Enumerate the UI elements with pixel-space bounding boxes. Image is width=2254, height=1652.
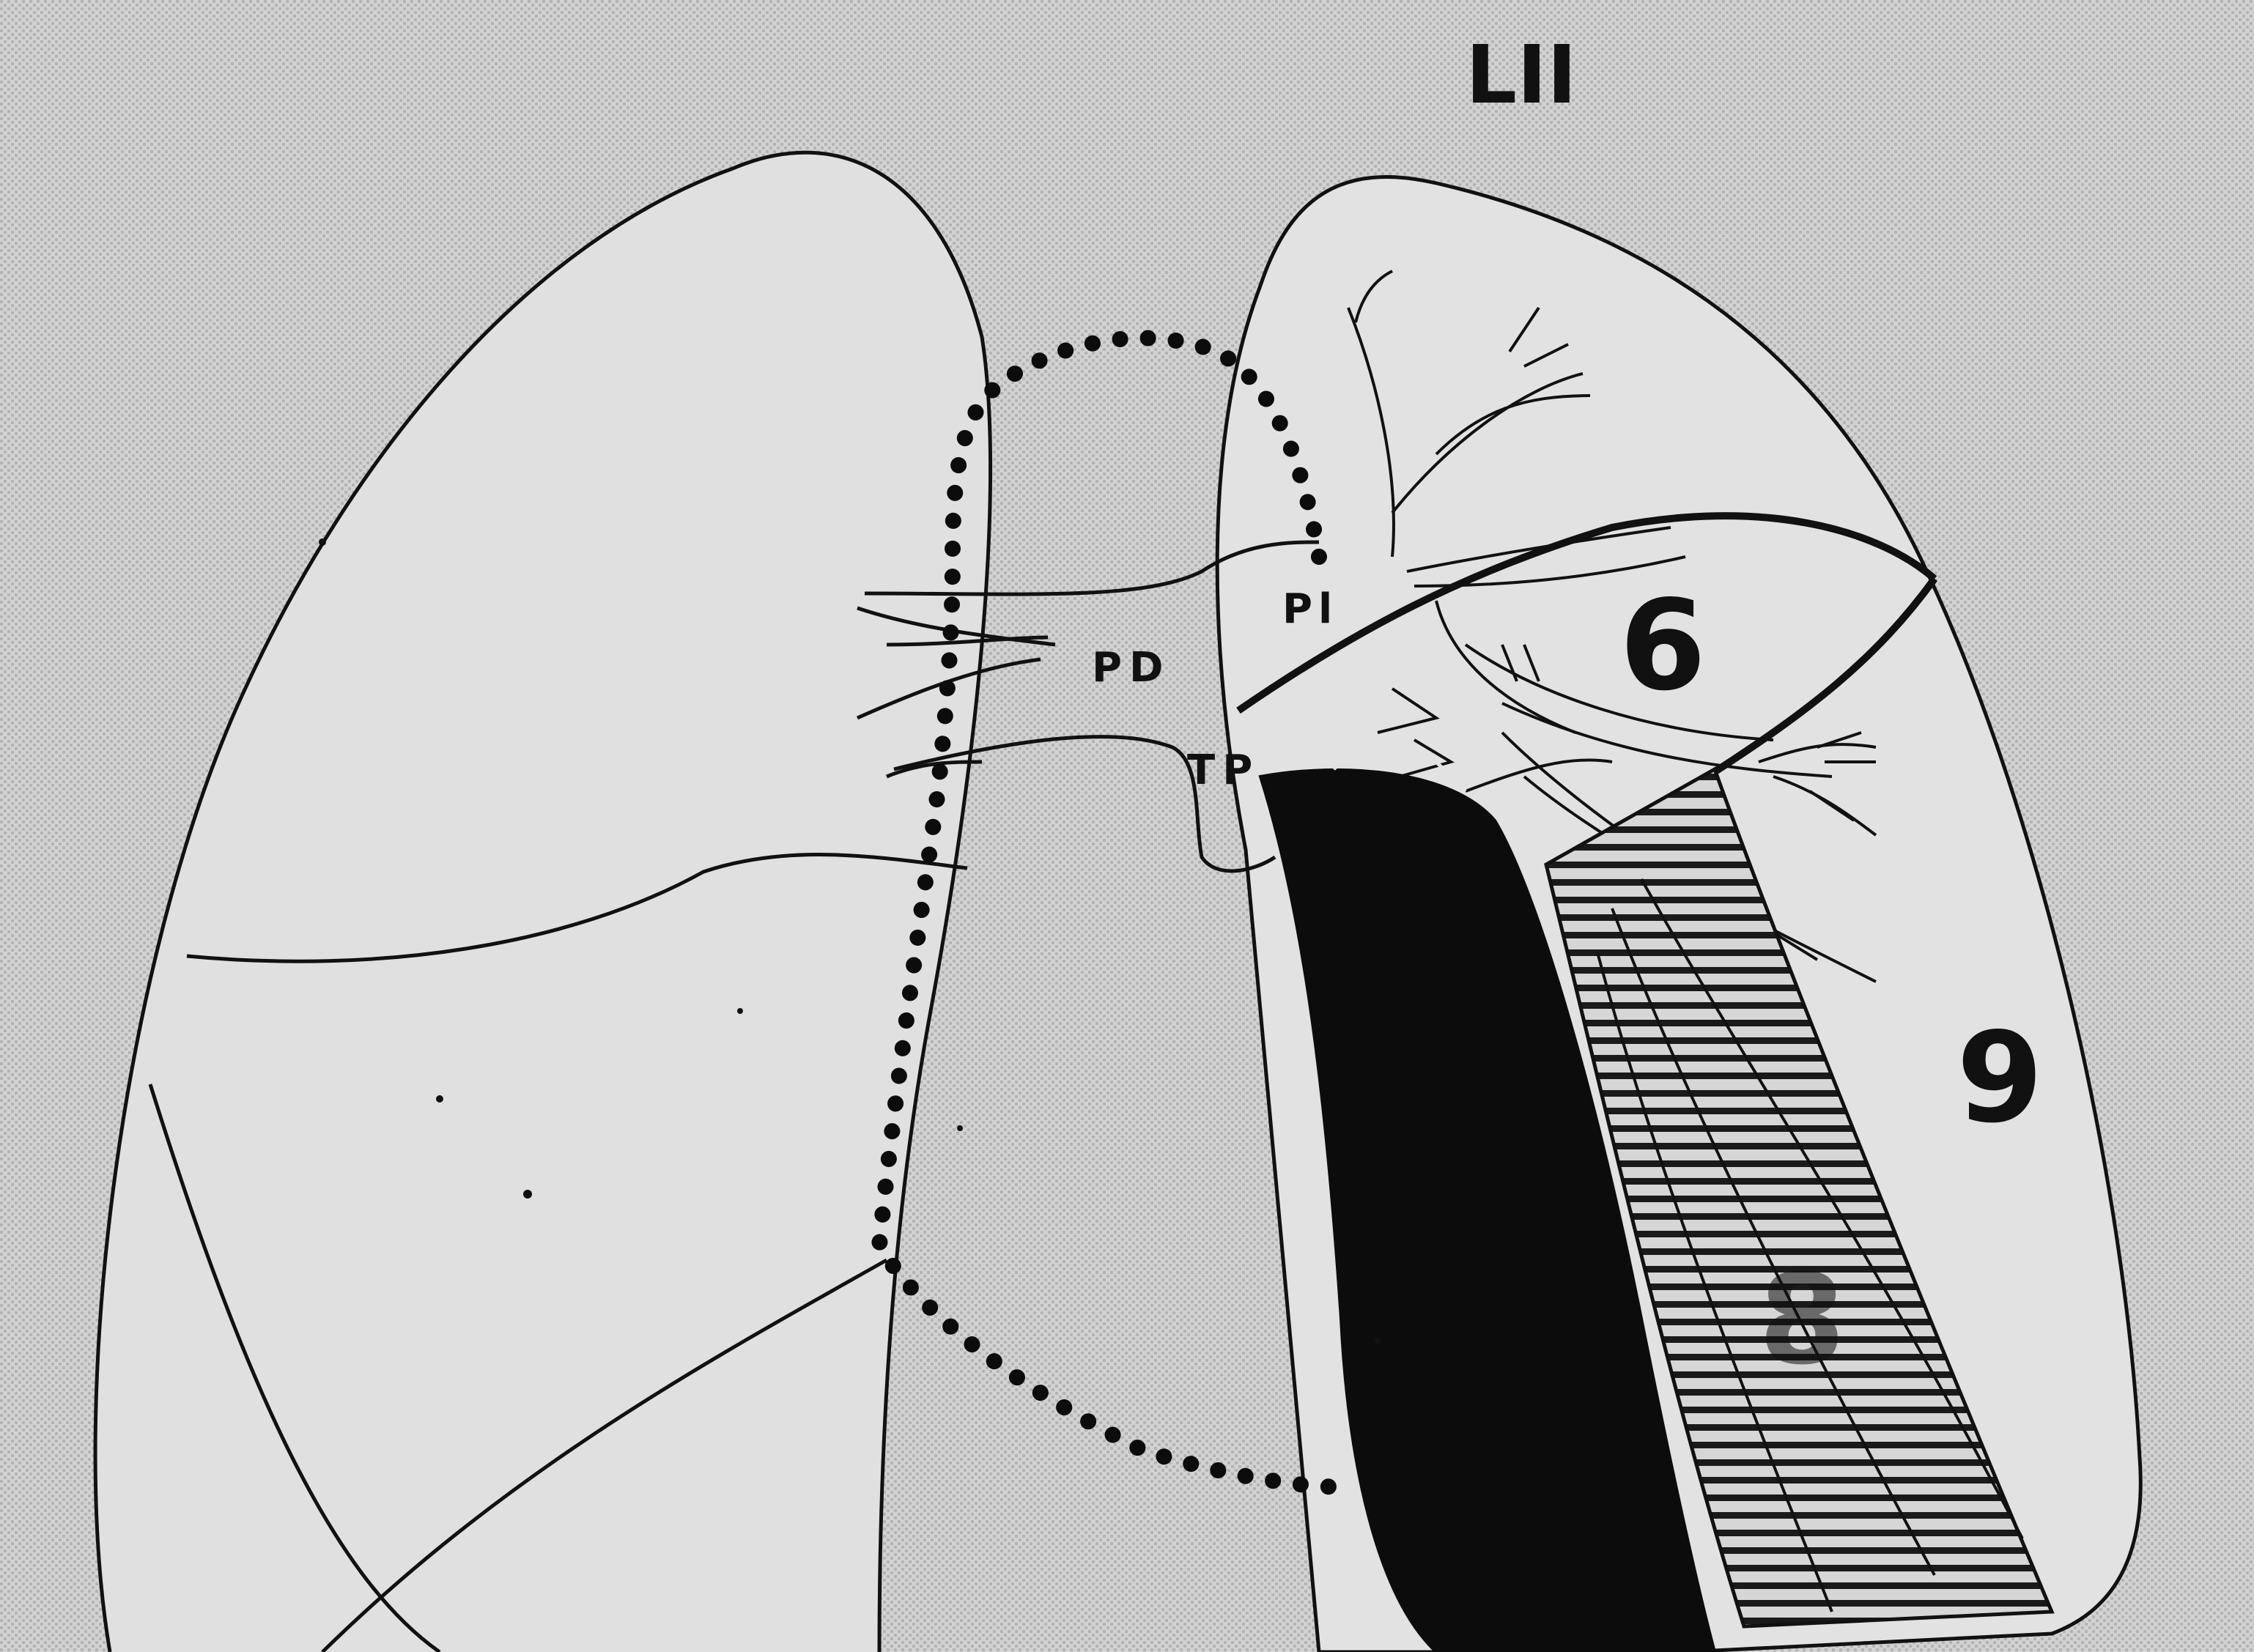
label-segment-8: 8 — [1759, 1248, 1845, 1393]
label-tp: TP — [1187, 747, 1260, 794]
label-segment-9: 9 — [1956, 1006, 2043, 1151]
figure-header-label: LII — [1466, 28, 1577, 122]
label-segment-6: 6 — [1619, 574, 1706, 719]
label-pl: Pl — [1282, 585, 1338, 633]
label-pd: PD — [1092, 644, 1171, 692]
